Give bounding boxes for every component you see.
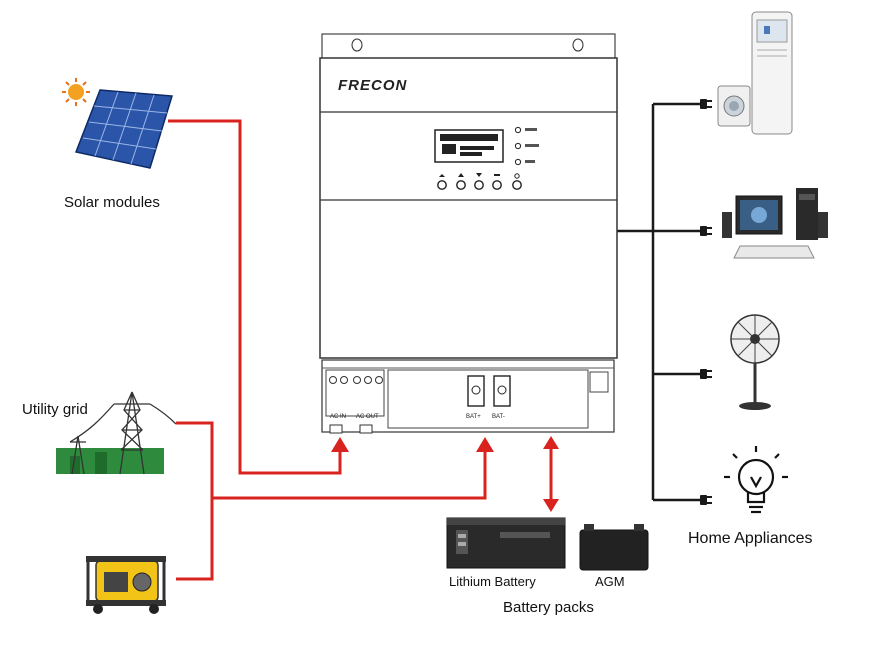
solar-modules-label: Solar modules xyxy=(64,194,160,211)
inverter-body xyxy=(319,57,618,359)
agm-label: AGM xyxy=(595,574,625,589)
solar-modules-image xyxy=(62,78,173,169)
battery-link-line xyxy=(543,436,559,512)
bat-minus-label: BAT- xyxy=(492,414,505,420)
plug-icons xyxy=(700,99,712,505)
button-down xyxy=(474,180,484,190)
bat-input-arrow xyxy=(476,437,494,452)
air-conditioner-image xyxy=(717,11,793,135)
battery-packs-label: Battery packs xyxy=(503,599,594,616)
plug-icon xyxy=(700,99,712,109)
plug-icon xyxy=(700,495,712,505)
mount-plate xyxy=(321,33,616,61)
plug-icon xyxy=(700,369,712,379)
plug-icon xyxy=(700,226,712,236)
computer-image xyxy=(722,188,828,259)
home-appliances-label: Home Appliances xyxy=(688,530,813,547)
led-indicator xyxy=(514,126,522,134)
ac-in-arrow xyxy=(331,437,349,452)
agm-battery-image xyxy=(579,524,649,571)
ac-in-label: AC IN xyxy=(330,414,346,420)
battery-arrow-up xyxy=(543,436,559,449)
ac-out-label: AC OUT xyxy=(356,414,379,420)
lithium-battery-image xyxy=(446,517,566,569)
brand-logo: FRECON xyxy=(338,77,408,94)
generator-image xyxy=(86,556,166,614)
led-indicator xyxy=(514,142,522,150)
solar-to-inverter-line xyxy=(168,119,342,475)
grid-generator-line xyxy=(176,421,487,581)
mount-hole xyxy=(572,38,584,52)
bat-plus-label: BAT+ xyxy=(466,414,481,420)
led-indicator xyxy=(514,158,522,166)
utility-grid-image xyxy=(56,391,177,475)
battery-arrow-down xyxy=(543,499,559,512)
utility-grid-label: Utility grid xyxy=(22,401,88,418)
mount-hole xyxy=(351,38,363,52)
control-buttons xyxy=(437,180,522,190)
lightbulb-icon xyxy=(724,446,788,514)
button-power xyxy=(512,180,522,190)
inverter: FRECON xyxy=(319,33,618,434)
fan-image xyxy=(730,314,780,410)
sun-icon xyxy=(62,78,90,106)
button-up xyxy=(456,180,466,190)
button-enter xyxy=(492,180,502,190)
lithium-battery-label: Lithium Battery xyxy=(449,574,536,589)
button-setup xyxy=(437,180,447,190)
